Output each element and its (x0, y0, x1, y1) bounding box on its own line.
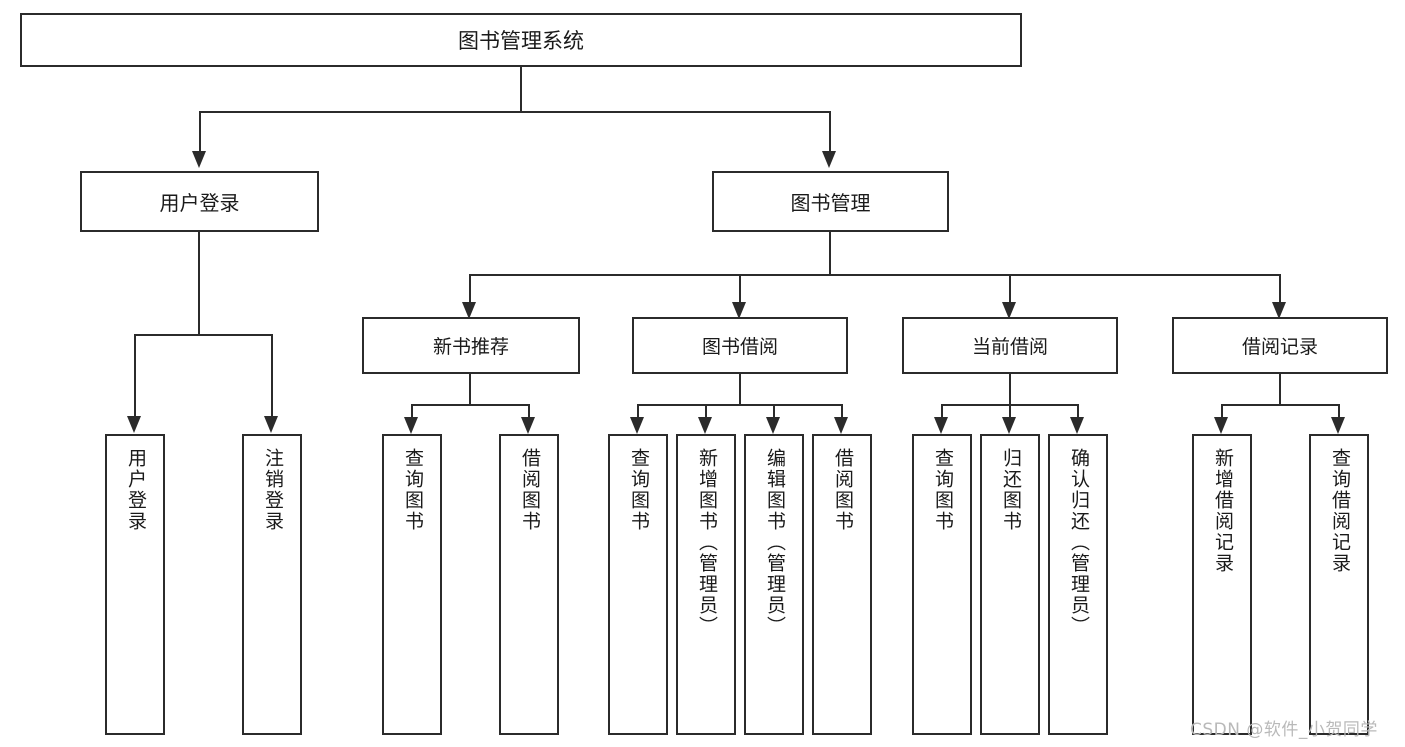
connector-book-borrow-leaf-0 (637, 404, 639, 419)
csdn-watermark: CSDN @软件_小贺同学 (1190, 720, 1378, 740)
connector-user-login-leaf-1 (271, 334, 273, 418)
connector-new-book-rec-leaf-0 (411, 404, 413, 419)
connector-borrow-record-stem (1279, 374, 1281, 406)
arrow-book-borrow-leaf-0 (630, 417, 644, 434)
node-user-login[interactable]: 用户登录 (80, 171, 319, 232)
node-label: 图书管理 (790, 191, 871, 215)
arrow-current-borrow-leaf-2 (1070, 417, 1084, 434)
connector-book-manage-stem (829, 232, 831, 276)
arrow-new-book-rec-leaf-1 (521, 417, 535, 434)
node-new-book-rec[interactable]: 新书推荐 (362, 317, 580, 374)
connector-user-login-stem (198, 232, 200, 336)
node-root-system[interactable]: 图书管理系统 (20, 13, 1022, 67)
node-label: 当前借阅 (971, 336, 1048, 358)
leaf-label: 注销登录 (261, 448, 284, 532)
leaf-label: 新增借阅记录 (1211, 448, 1234, 574)
leaf-label: 查询图书 (627, 448, 650, 532)
arrow-borrow-record-leaf-1 (1331, 417, 1345, 434)
leaf-user-login-0[interactable]: 用户登录 (105, 434, 165, 735)
connector-root-stem (520, 67, 522, 112)
arrow-to-book-borrow (732, 302, 746, 319)
leaf-book-borrow-0[interactable]: 查询图书 (608, 434, 668, 735)
arrow-to-new-book-rec (462, 302, 476, 319)
node-label: 用户登录 (159, 191, 240, 215)
leaf-current-borrow-1[interactable]: 归还图书 (980, 434, 1040, 735)
arrow-user-login-leaf-0 (127, 416, 141, 433)
arrow-current-borrow-leaf-1 (1002, 417, 1016, 434)
connector-borrow-record-leaf-0 (1221, 404, 1223, 419)
arrow-to-borrow-record (1272, 302, 1286, 319)
leaf-label: 归还图书 (999, 448, 1022, 532)
connector-book-borrow-leaf-2 (773, 404, 775, 419)
connector-to-user-login (199, 111, 201, 151)
leaf-current-borrow-2[interactable]: 确认归还（管理员） (1048, 434, 1108, 735)
arrow-book-borrow-leaf-3 (834, 417, 848, 434)
connector-current-borrow-leaf-2 (1077, 404, 1079, 419)
connector-book-borrow-leaf-1 (705, 404, 707, 419)
leaf-label: 借阅图书 (831, 448, 854, 532)
connector-current-borrow-stem (1009, 374, 1011, 406)
connector-book-borrow-stem (739, 374, 741, 406)
leaf-label: 查询图书 (931, 448, 954, 532)
connector-book-borrow-bus (637, 404, 842, 406)
connector-level3-bus (469, 274, 1281, 276)
leaf-label: 编辑图书（管理员） (763, 448, 786, 637)
arrow-to-user-login (192, 151, 206, 168)
leaf-label: 确认归还（管理员） (1067, 448, 1090, 637)
arrow-new-book-rec-leaf-0 (404, 417, 418, 434)
connector-user-login-leaf-0 (134, 334, 136, 418)
node-borrow-record[interactable]: 借阅记录 (1172, 317, 1388, 374)
connector-to-new-book-rec (469, 274, 471, 304)
node-book-manage[interactable]: 图书管理 (712, 171, 949, 232)
leaf-label: 查询图书 (401, 448, 424, 532)
connector-borrow-record-bus (1221, 404, 1339, 406)
arrow-book-borrow-leaf-1 (698, 417, 712, 434)
connector-to-current-borrow (1009, 274, 1011, 304)
connector-to-book-borrow (739, 274, 741, 304)
leaf-current-borrow-0[interactable]: 查询图书 (912, 434, 972, 735)
leaf-new-book-rec-0[interactable]: 查询图书 (382, 434, 442, 735)
leaf-label: 查询借阅记录 (1328, 448, 1351, 574)
node-label: 图书管理系统 (458, 29, 584, 53)
connector-book-borrow-leaf-3 (841, 404, 843, 419)
leaf-borrow-record-1[interactable]: 查询借阅记录 (1309, 434, 1369, 735)
leaf-book-borrow-1[interactable]: 新增图书（管理员） (676, 434, 736, 735)
node-label: 新书推荐 (432, 336, 509, 358)
leaf-user-login-1[interactable]: 注销登录 (242, 434, 302, 735)
node-book-borrow[interactable]: 图书借阅 (632, 317, 848, 374)
arrow-current-borrow-leaf-0 (934, 417, 948, 434)
node-current-borrow[interactable]: 当前借阅 (902, 317, 1118, 374)
connector-user-login-bus (134, 334, 272, 336)
leaf-book-borrow-2[interactable]: 编辑图书（管理员） (744, 434, 804, 735)
leaf-label: 新增图书（管理员） (695, 448, 718, 637)
leaf-label: 用户登录 (124, 448, 147, 532)
arrow-user-login-leaf-1 (264, 416, 278, 433)
connector-to-borrow-record (1279, 274, 1281, 304)
connector-current-borrow-leaf-1 (1009, 404, 1011, 419)
connector-new-book-rec-leaf-1 (528, 404, 530, 419)
connector-new-book-rec-bus (411, 404, 529, 406)
arrow-book-borrow-leaf-2 (766, 417, 780, 434)
arrow-borrow-record-leaf-0 (1214, 417, 1228, 434)
node-label: 图书借阅 (701, 336, 778, 358)
connector-to-book-manage (829, 111, 831, 151)
connector-new-book-rec-stem (469, 374, 471, 406)
leaf-label: 借阅图书 (518, 448, 541, 532)
leaf-book-borrow-3[interactable]: 借阅图书 (812, 434, 872, 735)
leaf-new-book-rec-1[interactable]: 借阅图书 (499, 434, 559, 735)
leaf-borrow-record-0[interactable]: 新增借阅记录 (1192, 434, 1252, 735)
connector-current-borrow-leaf-0 (941, 404, 943, 419)
connector-borrow-record-leaf-1 (1338, 404, 1340, 419)
connector-level2-bus (199, 111, 831, 113)
arrow-to-current-borrow (1002, 302, 1016, 319)
node-label: 借阅记录 (1241, 336, 1318, 358)
arrow-to-book-manage (822, 151, 836, 168)
